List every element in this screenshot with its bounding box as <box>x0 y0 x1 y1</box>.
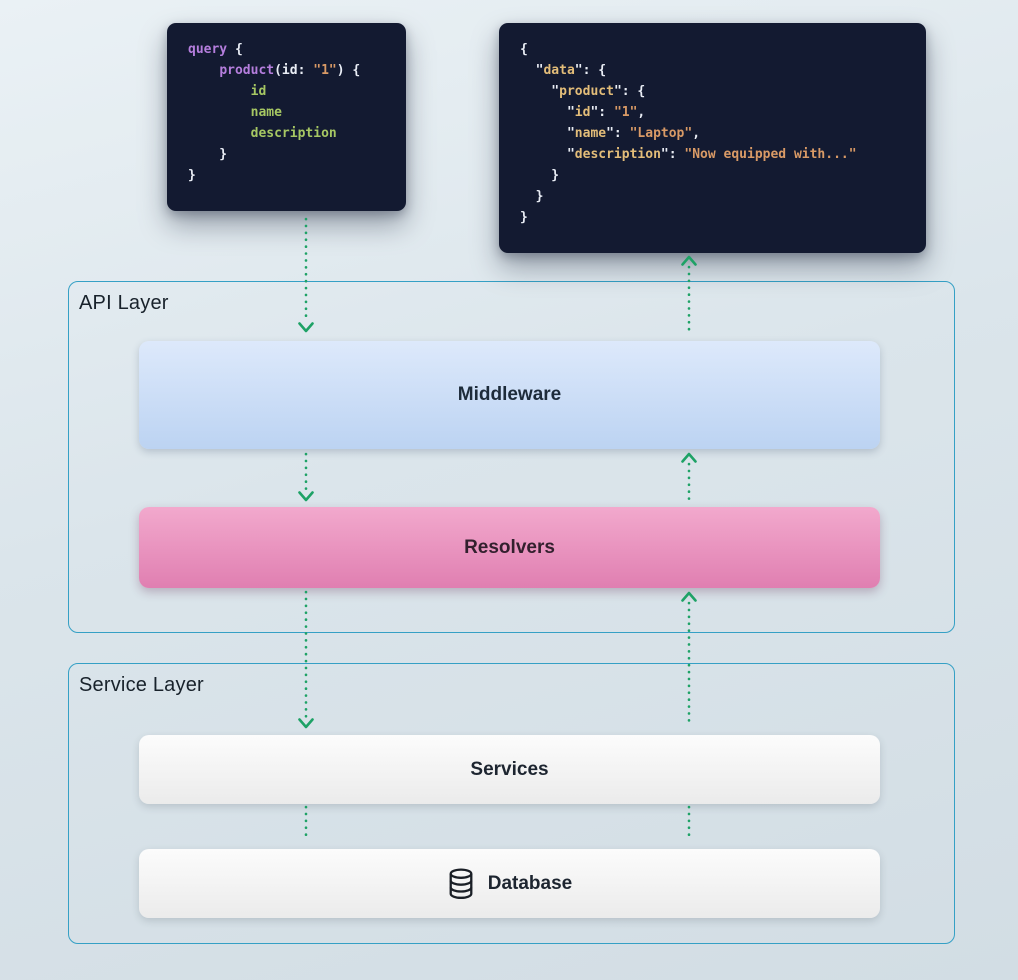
code-token: ": { <box>613 84 646 99</box>
code-token <box>188 63 219 78</box>
code-line: name <box>188 102 385 123</box>
code-token: { <box>227 42 243 57</box>
code-token: name <box>574 126 607 141</box>
chevron-up-icon <box>681 255 697 266</box>
code-token: product <box>559 84 614 99</box>
database-node: Database <box>139 849 880 918</box>
code-token: , <box>637 105 646 120</box>
services-node: Services <box>139 735 880 804</box>
code-token <box>188 105 251 120</box>
code-line: } <box>520 186 905 207</box>
code-token: " <box>520 126 575 141</box>
code-line: "name": "Laptop", <box>520 123 905 144</box>
graphql-query-code-block: query { product(id: "1") { id name descr… <box>167 23 406 211</box>
code-token: "Laptop" <box>629 126 693 141</box>
code-token <box>188 126 251 141</box>
code-token: ": <box>660 147 685 162</box>
code-token: product <box>219 63 275 78</box>
code-token: name <box>250 105 282 120</box>
code-line: } <box>520 207 905 228</box>
api-layer: API Layer Middleware Resolvers <box>68 281 955 633</box>
code-line: "product": { <box>520 81 905 102</box>
code-line: } <box>520 165 905 186</box>
middleware-node: Middleware <box>139 341 880 449</box>
code-token: " <box>520 147 575 162</box>
services-label: Services <box>470 758 549 780</box>
service-layer-label: Service Layer <box>79 674 204 696</box>
code-token: ": <box>590 105 614 120</box>
code-line: product(id: "1") { <box>188 60 385 81</box>
code-token: data <box>543 63 575 78</box>
code-line: "data": { <box>520 60 905 81</box>
api-layer-label: API Layer <box>79 292 169 314</box>
code-token: "Now equipped with..." <box>684 147 857 162</box>
code-token: ) { <box>336 63 361 78</box>
code-line: description <box>188 123 385 144</box>
code-token: ": { <box>574 63 607 78</box>
code-line: "id": "1", <box>520 102 905 123</box>
code-line: id <box>188 81 385 102</box>
code-token: " <box>520 105 575 120</box>
code-token: id <box>250 84 267 99</box>
code-token: " <box>520 63 544 78</box>
code-line: { <box>520 39 905 60</box>
graphql-response-code-block: { "data": { "product": { "id": "1", "nam… <box>499 23 926 253</box>
code-token: (id: <box>274 63 314 78</box>
code-token: ": <box>606 126 630 141</box>
database-cylinder-icon <box>447 867 475 900</box>
code-token: "1" <box>613 105 638 120</box>
code-line: "description": "Now equipped with..." <box>520 144 905 165</box>
code-token: } <box>520 168 560 183</box>
code-token: id <box>574 105 591 120</box>
code-token: } <box>520 189 544 204</box>
code-token: } <box>188 147 228 162</box>
code-token: , <box>692 126 701 141</box>
database-label: Database <box>487 872 573 894</box>
code-token: "1" <box>313 63 337 78</box>
code-token: } <box>520 210 528 225</box>
resolvers-node: Resolvers <box>139 507 880 588</box>
service-layer: Service Layer Services Database <box>68 663 955 944</box>
code-token: { <box>520 42 528 57</box>
code-token <box>188 84 251 99</box>
code-line: } <box>188 165 385 186</box>
code-line: } <box>188 144 385 165</box>
code-token: } <box>188 168 196 183</box>
code-token: description <box>574 147 661 162</box>
code-token: " <box>520 84 560 99</box>
code-token: query <box>188 42 228 57</box>
middleware-label: Middleware <box>457 384 562 405</box>
resolvers-label: Resolvers <box>464 536 555 558</box>
code-line: query { <box>188 39 385 60</box>
code-token: description <box>250 126 337 141</box>
